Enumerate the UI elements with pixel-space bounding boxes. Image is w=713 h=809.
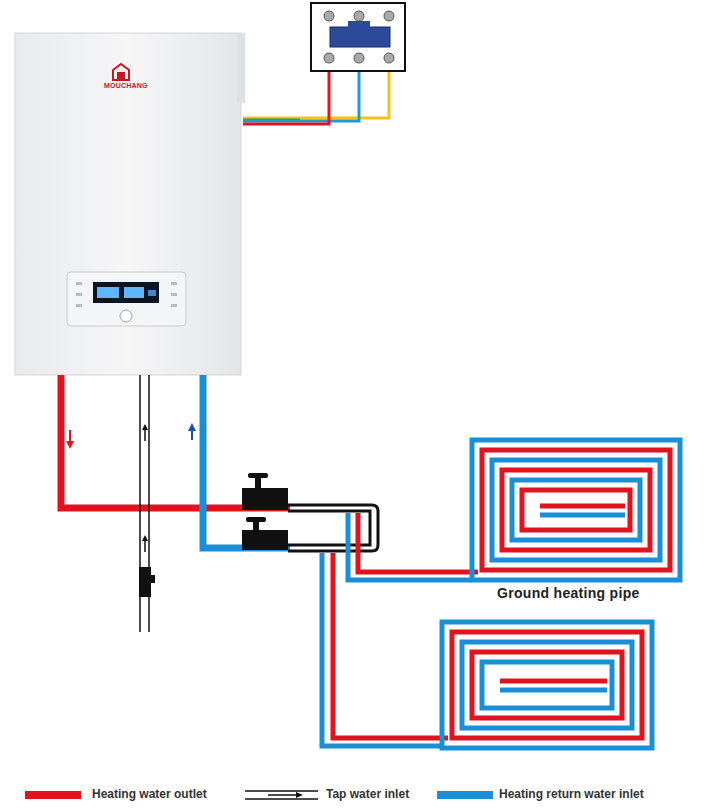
coil-loop <box>512 480 640 540</box>
coil-loop <box>482 662 612 708</box>
coil-loop <box>540 504 625 509</box>
tap-valve <box>139 567 151 597</box>
coil-loop <box>492 460 660 560</box>
boiler-unit <box>15 33 245 375</box>
coil-loop <box>540 513 625 518</box>
coil-loop <box>502 470 650 550</box>
coil-loop <box>522 490 630 530</box>
part-label: Ground heating pipe <box>497 585 640 601</box>
coil-loop <box>500 688 607 693</box>
coil-loop <box>452 632 642 738</box>
flow-arrow <box>142 535 148 541</box>
legend-text: Heating water outlet <box>92 787 207 801</box>
coil-loop <box>482 450 670 570</box>
coil-loop <box>472 440 680 580</box>
legend-sample <box>245 791 318 799</box>
flow-arrow <box>142 424 148 430</box>
flow-arrow <box>66 441 74 449</box>
floor-heating-coils <box>442 440 680 748</box>
coil-loop <box>472 652 622 718</box>
valve <box>242 473 288 550</box>
legend-swatch <box>437 791 493 799</box>
coil-loop <box>500 679 607 684</box>
legend-text: Tap water inlet <box>326 787 409 801</box>
manifold <box>288 505 378 551</box>
legend-text: Heating return water inlet <box>499 787 644 801</box>
tap-valve <box>151 575 155 583</box>
coil-loop <box>462 642 632 728</box>
power-socket <box>311 3 405 71</box>
flow-arrow <box>188 423 196 431</box>
coil-loop <box>442 622 652 748</box>
legend-swatch <box>25 791 81 799</box>
pipes <box>61 375 290 548</box>
brand-logo: MOUCHANG <box>104 82 148 89</box>
